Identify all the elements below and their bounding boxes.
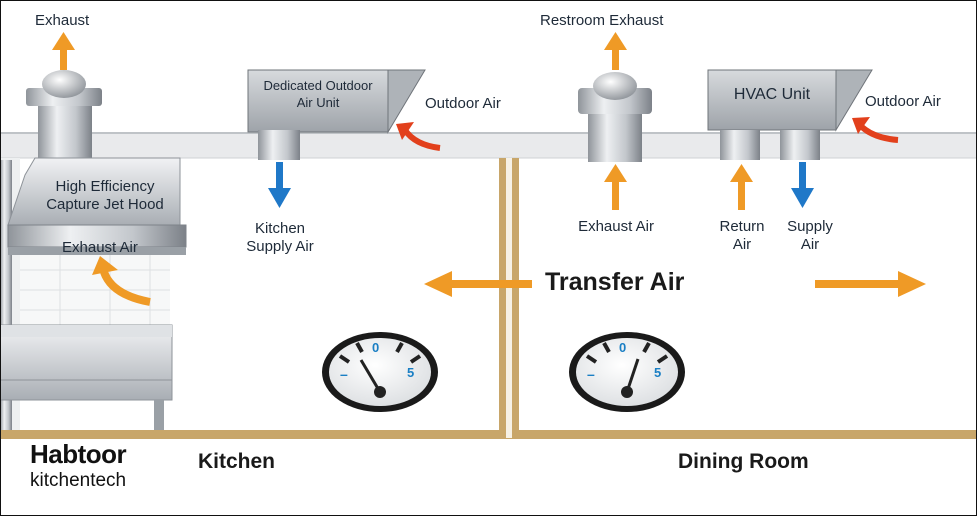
supply-air-label-line1: Supply <box>787 218 833 235</box>
exhaust-label: Exhaust <box>35 12 90 29</box>
hood-exhaust-air-arrow <box>92 256 151 306</box>
brand-logo-name: Habtoor <box>30 439 127 469</box>
exhaust-air-label: Exhaust Air <box>578 218 654 235</box>
dining-room-label: Dining Room <box>678 450 809 473</box>
kitchen-supply-label-line1: Kitchen <box>254 220 306 237</box>
hvac-unit <box>707 69 873 160</box>
hood-label-line2: Capture Jet Hood <box>46 196 164 213</box>
doas-label-line1: Dedicated Outdoor <box>263 78 373 93</box>
supply-air-label-line2: Air <box>800 236 820 253</box>
hood-label-line1: High Efficiency <box>55 178 155 195</box>
doas-label-line2: Air Unit <box>296 95 340 110</box>
kitchen-gauge-minus: – <box>340 366 348 382</box>
outdoor-air-left-label: Outdoor Air <box>425 95 501 112</box>
hood-exhaust-air-label: Exhaust Air <box>62 239 138 256</box>
dining-gauge-five: 5 <box>654 365 662 380</box>
supply-air-arrow <box>791 162 814 208</box>
kitchen-counter <box>0 324 173 430</box>
restroom-exhaust-fan <box>578 72 652 162</box>
exhaust-arrow-left <box>52 32 75 70</box>
restroom-exhaust-label: Restroom Exhaust <box>540 12 664 29</box>
kitchen-pressure-gauge <box>322 332 438 412</box>
exhaust-air-arrow <box>604 164 627 210</box>
brand-logo-subname: kitchentech <box>30 470 127 491</box>
hvac-unit-label: HVAC Unit <box>733 86 811 103</box>
return-air-arrow <box>730 164 753 210</box>
transfer-arrow-left <box>424 271 532 297</box>
kitchen-supply-label-line2: Supply Air <box>246 238 314 255</box>
restroom-exhaust-arrow <box>604 32 627 70</box>
kitchen-supply-arrow <box>268 162 291 208</box>
capture-jet-hood <box>7 157 187 255</box>
dining-pressure-gauge <box>569 332 685 412</box>
outdoor-air-right-label: Outdoor Air <box>865 93 941 110</box>
kitchen-room-label: Kitchen <box>198 450 276 473</box>
transfer-air-label: Transfer Air <box>545 268 685 296</box>
floor-beam <box>0 430 977 439</box>
kitchen-gauge-zero: 0 <box>372 340 380 355</box>
outdoor-air-arrow-right <box>852 117 899 143</box>
transfer-arrow-right <box>815 271 926 297</box>
kitchen-gauge-five: 5 <box>407 365 415 380</box>
dining-gauge-zero: 0 <box>619 340 627 355</box>
dining-gauge-minus: – <box>587 366 595 382</box>
return-air-label-line1: Return <box>719 218 765 235</box>
roof-slab <box>0 132 977 159</box>
kitchen-exhaust-fan <box>26 70 102 160</box>
doas-unit <box>247 69 426 160</box>
return-air-label-line2: Air <box>732 236 752 253</box>
outdoor-air-arrow-left <box>396 122 441 151</box>
